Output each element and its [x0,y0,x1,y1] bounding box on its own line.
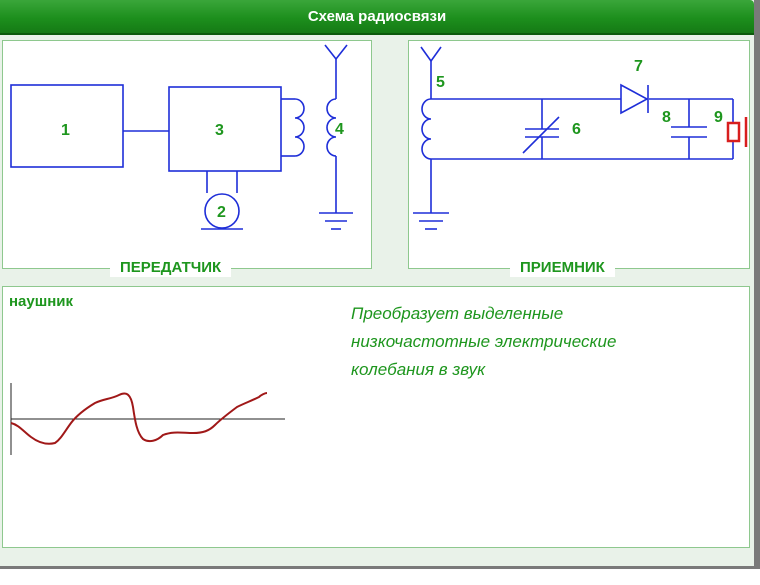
label-4: 4 [335,121,344,138]
receiver-panel: 5 6 7 8 9 [408,40,750,269]
audio-waveform [10,383,285,455]
label-2: 2 [217,204,226,221]
label-9: 9 [714,109,723,126]
app-window: Схема радиосвязи [0,0,760,569]
receiver-label: ПРИЕМНИК [510,259,615,277]
detail-panel [2,286,750,548]
label-3: 3 [215,122,224,139]
window-title: Схема радиосвязи [0,0,754,35]
block-3 [168,86,282,172]
label-7: 7 [634,58,643,75]
microphone [204,193,240,229]
transmitter-panel: 1 2 3 4 [2,40,372,269]
transmitter-label: ПЕРЕДАТЧИК [110,259,232,277]
description-line: Преобразует выделенные [351,304,564,323]
label-6: 6 [572,121,581,138]
description-line: колебания в звук [351,360,486,379]
component-description: Преобразует выделенные низкочастотные эл… [351,300,731,384]
description-line: низкочастотные электрические [351,332,617,351]
component-name: наушник [9,293,74,310]
block-1 [10,84,124,168]
label-8: 8 [662,109,671,126]
transmitter-schematic: 1 2 3 4 [10,44,353,230]
waveform-curve [10,392,268,445]
label-5: 5 [436,74,445,91]
earphone-symbol [726,117,748,147]
diode [620,83,649,115]
receiver-schematic: 5 6 7 8 9 [413,46,748,230]
label-1: 1 [61,122,70,139]
